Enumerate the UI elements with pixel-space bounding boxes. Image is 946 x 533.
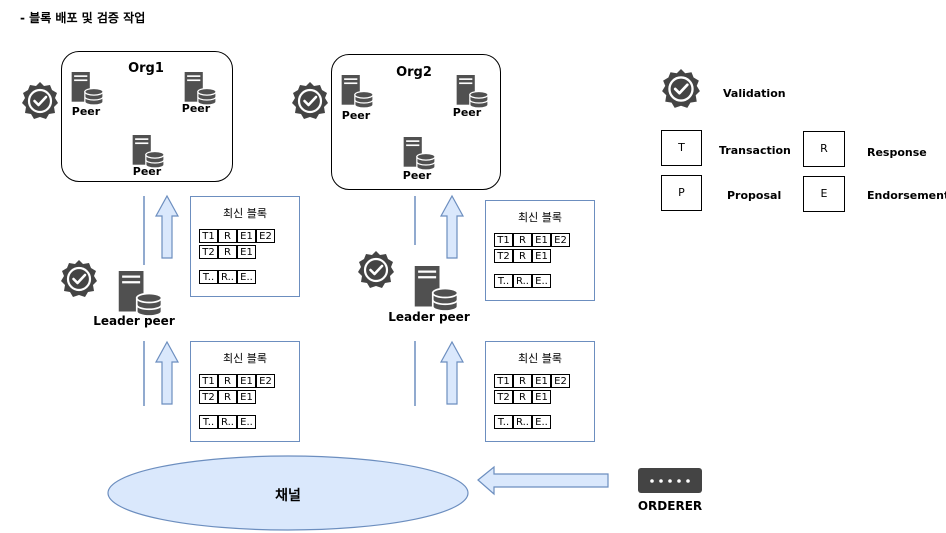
latest-block: 최신 블록 T1 R E1 E2 T2 R E1 T.. R.. E.. (190, 341, 300, 442)
server-icon (340, 75, 373, 108)
peer-label: Peer (181, 102, 211, 115)
block-cell: E1 (237, 245, 256, 259)
block-cell: R (513, 249, 532, 263)
block-cell: E1 (237, 374, 256, 388)
leader-peer-label: Leader peer (388, 310, 470, 324)
block-cell: R.. (513, 274, 532, 288)
block-cell: E1 (237, 229, 256, 243)
block-cell: T2 (494, 390, 513, 404)
org1-title: Org1 (128, 61, 164, 76)
legend-transaction-key: T (661, 130, 702, 166)
server-icon (70, 72, 103, 105)
block-cell: E.. (237, 415, 256, 429)
server-icon (131, 135, 164, 168)
block-cell: R (218, 390, 237, 404)
channel-label: 채널 (275, 488, 301, 504)
page-title: - 블록 배포 및 검증 작업 (20, 11, 146, 25)
org2-title: Org2 (396, 65, 432, 80)
block-cell: E1 (532, 233, 551, 247)
validation-check-icon (20, 81, 60, 121)
vertical-flow-lines (143, 196, 416, 406)
block-cell: R (513, 390, 532, 404)
block-cell: E1 (532, 249, 551, 263)
block-cell: T.. (199, 415, 218, 429)
block-cell: E.. (237, 270, 256, 284)
block-cell: T1 (494, 233, 513, 247)
leader-server-icon (113, 271, 165, 316)
block-cell: R.. (218, 415, 237, 429)
block-cell: E2 (256, 374, 275, 388)
block-title: 최신 블록 (518, 211, 562, 224)
latest-block: 최신 블록 T1 R E1 E2 T2 R E1 T.. R.. E.. (485, 341, 595, 442)
block-title: 최신 블록 (223, 207, 267, 220)
upward-arrow (154, 194, 180, 259)
block-cell: E1 (532, 390, 551, 404)
peer-label: Peer (341, 109, 371, 122)
block-cell: R.. (218, 270, 237, 284)
legend-endorsement-key: E (803, 176, 845, 212)
legend-response-key: R (803, 131, 845, 167)
block-cell: T2 (199, 390, 218, 404)
upward-arrow (439, 340, 465, 405)
legend-response-label: Response (867, 146, 927, 159)
block-cell: R (218, 229, 237, 243)
server-icon (455, 75, 488, 108)
validation-check-icon (356, 250, 396, 290)
legend-validation-label: Validation (723, 87, 786, 100)
block-cell: E.. (532, 274, 551, 288)
block-cell: E2 (551, 374, 570, 388)
block-cell: T.. (199, 270, 218, 284)
legend-endorsement-label: Endorsement (867, 189, 946, 202)
block-cell: E2 (256, 229, 275, 243)
server-icon (183, 72, 216, 105)
upward-arrow (439, 194, 465, 259)
orderer-icon (638, 468, 702, 493)
validation-check-icon (660, 68, 702, 110)
channel-ellipse (107, 455, 469, 531)
leader-peer-label: Leader peer (93, 314, 175, 328)
block-cell: T2 (494, 249, 513, 263)
block-cell: R (513, 233, 532, 247)
server-icon (402, 137, 435, 170)
block-title: 최신 블록 (223, 352, 267, 365)
block-cell: T1 (494, 374, 513, 388)
leader-server-icon (409, 266, 461, 311)
legend-transaction-label: Transaction (719, 144, 791, 157)
upward-arrow (154, 340, 180, 405)
block-title: 최신 블록 (518, 352, 562, 365)
block-cell: T.. (494, 274, 513, 288)
peer-label: Peer (132, 165, 162, 178)
block-cell: E.. (532, 415, 551, 429)
peer-label: Peer (452, 106, 482, 119)
validation-check-icon (290, 81, 330, 121)
block-cell: E2 (551, 233, 570, 247)
block-cell: R (218, 374, 237, 388)
block-cell: R.. (513, 415, 532, 429)
peer-label: Peer (402, 169, 432, 182)
block-cell: T.. (494, 415, 513, 429)
block-cell: R (513, 374, 532, 388)
block-cell: E1 (532, 374, 551, 388)
orderer-to-channel-arrow (477, 465, 609, 496)
block-cell: E1 (237, 390, 256, 404)
orderer-label: ORDERER (637, 499, 703, 513)
latest-block: 최신 블록 T1 R E1 E2 T2 R E1 T.. R.. E.. (190, 196, 300, 297)
legend-proposal-label: Proposal (727, 189, 782, 202)
peer-label: Peer (71, 105, 101, 118)
block-cell: T1 (199, 374, 218, 388)
block-cell: T2 (199, 245, 218, 259)
latest-block: 최신 블록 T1 R E1 E2 T2 R E1 T.. R.. E.. (485, 200, 595, 301)
block-cell: R (218, 245, 237, 259)
block-cell: T1 (199, 229, 218, 243)
legend-proposal-key: P (661, 175, 702, 211)
validation-check-icon (59, 259, 99, 299)
